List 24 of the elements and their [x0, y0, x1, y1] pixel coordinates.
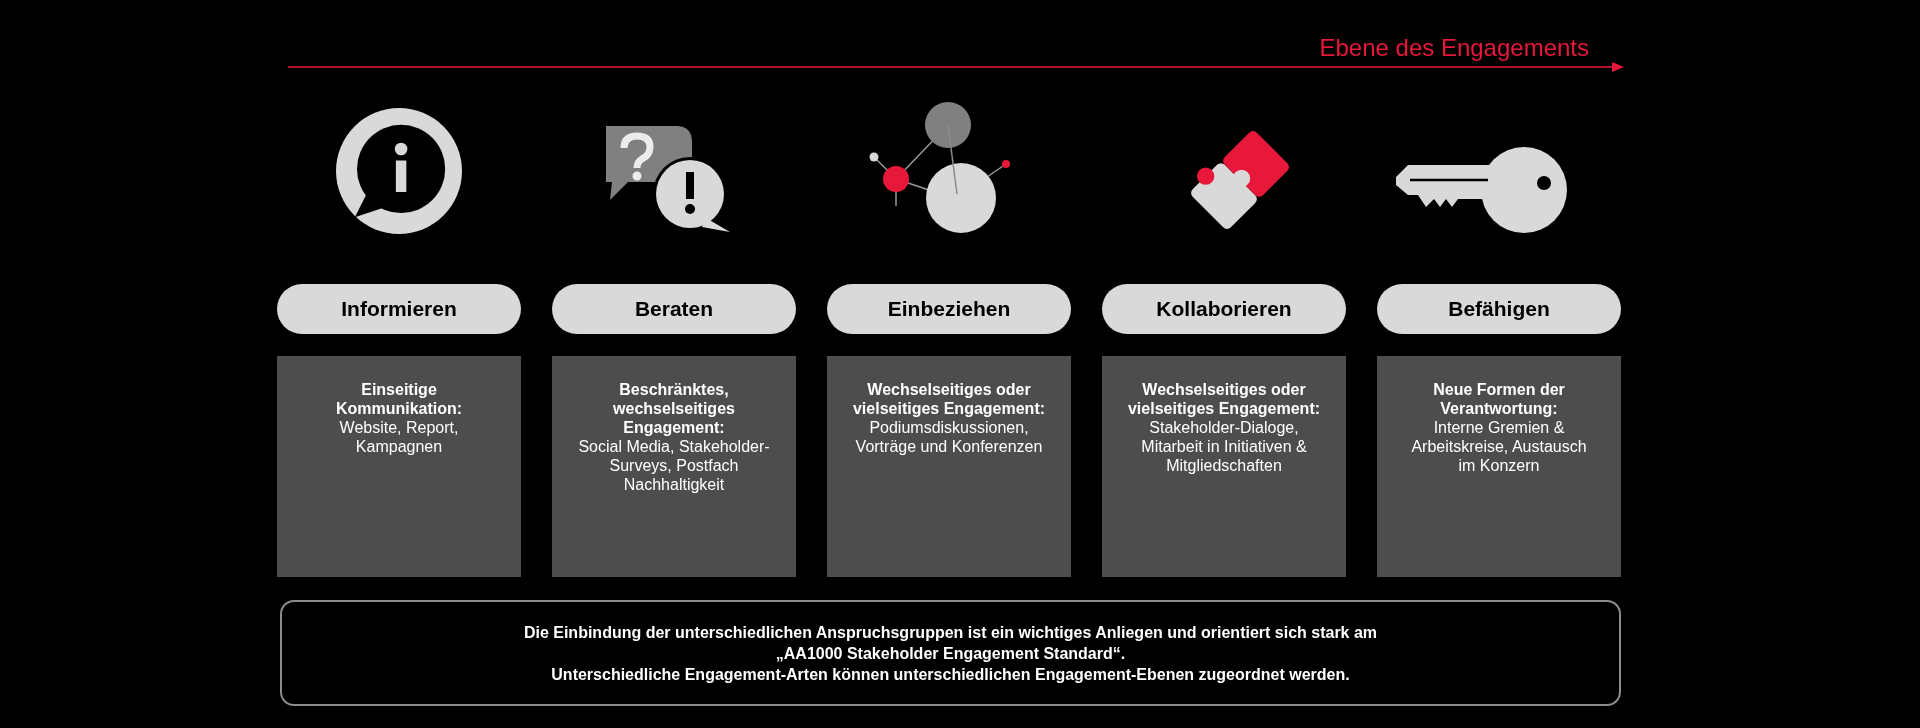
- panel-text: Social Media, Stakeholder-Surveys, Postfach Nachhaltigkeit: [577, 437, 771, 494]
- panel-heading: Einseitige Kommunikation:: [334, 380, 464, 418]
- panel-text: Stakeholder-Dialoge, Mitarbeit in Initiativen & Mitgliedschaften: [1140, 418, 1308, 475]
- stage-pill: Beraten: [552, 284, 796, 334]
- panel-heading: Wechselseitiges oder vielseitiges Engagement:: [1126, 380, 1322, 418]
- scale-label: Ebene des Engagements: [1319, 34, 1589, 62]
- stage-pill: Einbeziehen: [827, 284, 1071, 334]
- description-panel: [1102, 356, 1346, 577]
- panel-heading: Neue Formen der Verantwortung:: [1432, 380, 1566, 418]
- panel-text: Website, Report, Kampagnen: [338, 418, 460, 456]
- note-text: Die Einbindung der unterschiedlichen Anspruchsgruppen ist ein wichtiges Anliegen und orientiert sich stark am „AA1000 Stakeholder Engagement Standard“.: [522, 622, 1379, 664]
- description-panel: [827, 356, 1071, 577]
- panel-text: Podiumsdiskussionen, Vorträge und Konferenzen: [854, 418, 1044, 456]
- panel-heading: Wechselseitiges oder vielseitiges Engagement:: [851, 380, 1047, 418]
- description-panel: [552, 356, 796, 577]
- stage-pill: Informieren: [277, 284, 521, 334]
- description-panel: [277, 356, 521, 577]
- stage-pill: Kollaborieren: [1102, 284, 1346, 334]
- panel-text: Interne Gremien & Arbeitskreise, Austausch im Konzern: [1410, 418, 1588, 475]
- description-panel: [1377, 356, 1621, 577]
- panel-heading: Beschränktes, wechselseitiges Engagement:: [612, 380, 736, 437]
- note-panel: [280, 600, 1621, 706]
- stage-pill: Befähigen: [1377, 284, 1621, 334]
- note-text: Unterschiedliche Engagement-Arten können unterschiedlichen Engagement-Ebenen zugeordnet werden.: [551, 664, 1350, 685]
